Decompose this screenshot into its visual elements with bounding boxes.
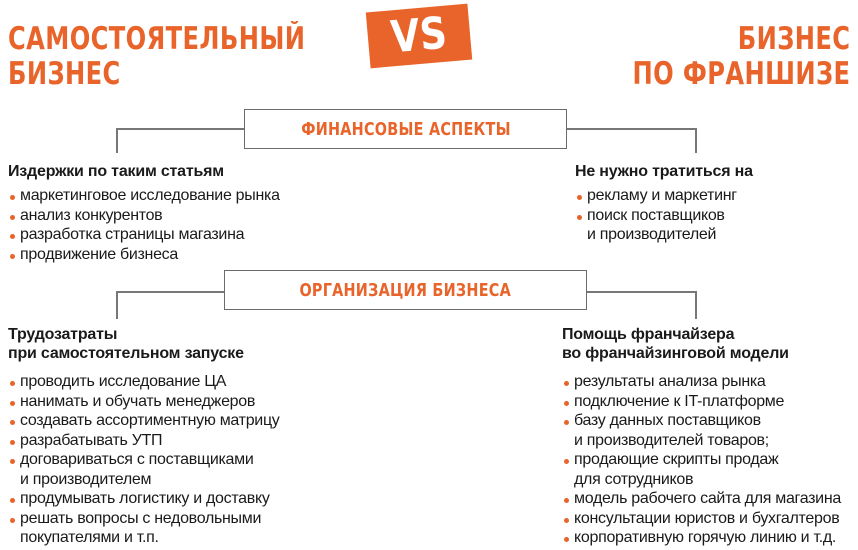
list-item: результаты анализа рынка — [562, 372, 858, 392]
list-item: создавать ассортиментную матрицу — [8, 411, 338, 431]
bullet-list: проводить исследование ЦА нанимать и обу… — [8, 372, 338, 548]
connector-line — [116, 291, 118, 319]
list-item: продумывать логистику и доставку — [8, 489, 338, 509]
heading-line: Трудозатраты — [8, 326, 118, 343]
list-item: решать вопросы с недовольными покупателя… — [8, 509, 338, 548]
financial-left-column: Издержки по таким статьям маркетинговое … — [8, 162, 338, 264]
list-item: поиск поставщиков и производителей — [575, 206, 855, 245]
heading-line: Помощь франчайзера — [562, 326, 735, 343]
connector-line — [695, 291, 697, 319]
list-item: разрабатывать УТП — [8, 431, 338, 451]
heading-line: во франчайзинговой модели — [562, 345, 789, 362]
list-item: договариваться с поставщиками и производ… — [8, 450, 338, 489]
list-item: продвижение бизнеса — [8, 245, 338, 265]
section-header-organization: ОРГАНИЗАЦИЯ БИЗНЕСА — [224, 270, 587, 310]
bullet-list: маркетинговое исследование рынка анализ … — [8, 186, 338, 264]
section-header-financial: ФИНАНСОВЫЕ АСПЕКТЫ — [244, 109, 567, 149]
connector-line — [695, 128, 697, 153]
list-item: подключение к IT-платформе — [562, 392, 858, 412]
column-heading: Не нужно тратиться на — [575, 163, 753, 180]
title-independent-business: САМОСТОЯТЕЛЬНЫЙ БИЗНЕС — [8, 22, 305, 92]
column-heading: Издержки по таким статьям — [8, 163, 224, 180]
list-item: разработка страницы магазина — [8, 225, 338, 245]
column-heading: Трудозатраты при самостоятельном запуске — [8, 325, 338, 363]
title-right-line1: БИЗНЕС — [737, 21, 850, 57]
list-item: рекламу и маркетинг — [575, 186, 855, 206]
organization-left-column: Трудозатраты при самостоятельном запуске… — [8, 325, 338, 548]
list-item: базу данных поставщиков и производителей… — [562, 411, 858, 450]
list-item: анализ конкурентов — [8, 206, 338, 226]
connector-line — [116, 128, 244, 130]
vs-label: VS — [388, 7, 450, 64]
connector-line — [566, 128, 696, 130]
list-item: консультации юристов и бухгалтеров — [562, 509, 858, 529]
bullet-list: результаты анализа рынка подключение к I… — [562, 372, 858, 548]
connector-line — [116, 128, 118, 153]
section-title: ФИНАНСОВЫЕ АСПЕКТЫ — [300, 118, 511, 140]
title-right-line2: ПО ФРАНШИЗЕ — [632, 56, 850, 92]
section-title: ОРГАНИЗАЦИЯ БИЗНЕСА — [299, 279, 512, 301]
financial-right-column: Не нужно тратиться на рекламу и маркетин… — [575, 162, 855, 245]
connector-line — [586, 291, 696, 293]
list-item: нанимать и обучать менеджеров — [8, 392, 338, 412]
list-item: маркетинговое исследование рынка — [8, 186, 338, 206]
list-item: модель рабочего сайта для магазина — [562, 489, 858, 509]
list-item: корпоративную горячую линию и т.д. — [562, 528, 858, 548]
heading-line: при самостоятельном запуске — [8, 345, 244, 362]
list-item: продающие скрипты продаж для сотрудников — [562, 450, 858, 489]
column-heading: Помощь франчайзера во франчайзинговой мо… — [562, 325, 858, 363]
title-left-line2: БИЗНЕС — [8, 56, 121, 92]
vs-badge: VS — [365, 3, 473, 69]
connector-line — [116, 291, 224, 293]
title-left-line1: САМОСТОЯТЕЛЬНЫЙ — [8, 21, 306, 57]
bullet-list: рекламу и маркетинг поиск поставщиков и … — [575, 186, 855, 245]
title-franchise-business: БИЗНЕС ПО ФРАНШИЗЕ — [632, 22, 850, 92]
list-item: проводить исследование ЦА — [8, 372, 338, 392]
organization-right-column: Помощь франчайзера во франчайзинговой мо… — [562, 325, 858, 548]
